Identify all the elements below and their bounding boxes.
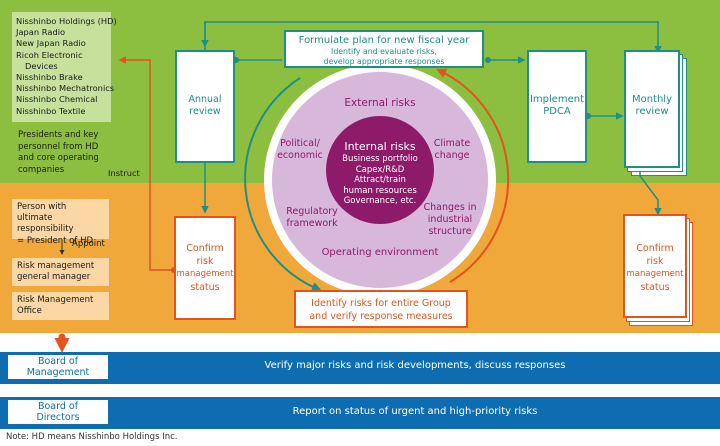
confirm-status-box-left: Confirm risk management status (174, 216, 236, 320)
identify-risks-box: Identify risks for entire Group and veri… (294, 290, 468, 328)
internal-risks-circle (326, 116, 434, 224)
board-directors-band (0, 397, 720, 429)
political-label: Political/ economic (277, 138, 323, 161)
company-list: Nisshinbo Holdings (HD) Japan Radio New … (12, 12, 117, 122)
connector-dot (485, 57, 491, 63)
board-management-title: Board of Management (8, 355, 108, 379)
monthly-review-box: Monthly review (624, 50, 680, 168)
company-item: Nisshinbo Chemical (16, 94, 98, 105)
board-directors-title: Board of Directors (8, 400, 108, 424)
footnote: Note: HD means Nisshinbo Holdings Inc. (6, 432, 178, 442)
appoint-label: Appoint (72, 239, 105, 249)
company-item: Nisshinbo Holdings (HD) (16, 16, 117, 26)
company-item: New Japan Radio (16, 38, 86, 49)
company-item: Nisshinbo Mechatronics (16, 83, 115, 94)
confirm-to-hd-arrow (118, 56, 174, 271)
board-directors-text: Report on status of urgent and high-prio… (292, 406, 538, 417)
cycle-arrow-teal (244, 77, 322, 292)
external-risks-label: External risks (344, 97, 416, 109)
internal-risks-label: Internal risks Business portfolio Capex/… (342, 140, 418, 206)
board-management-text: Verify major risks and risk developments… (264, 360, 566, 371)
company-item: Devices (25, 60, 58, 71)
president-box: Person with ultimate responsibility = Pr… (12, 199, 109, 246)
cycle-arrow-orange (436, 68, 510, 283)
annual-review-box: Annual review (175, 50, 235, 163)
risk-office-box: Risk Management Office (12, 292, 109, 320)
implement-pdca-box: Implement PDCA (527, 50, 587, 163)
company-item: Nisshinbo Textile (16, 105, 86, 116)
presidents-label: Presidents and key personnel from HD and… (18, 130, 99, 175)
board-management-band (0, 352, 720, 384)
company-item: Nisshinbo Brake (16, 72, 83, 83)
connector-dot (58, 333, 66, 341)
instruct-label: Instruct (108, 168, 140, 178)
company-item: Ricoh Electronic (16, 49, 83, 60)
industrial-label: Changes in industrial structure (423, 202, 477, 237)
risk-gm-box: Risk management general manager (12, 258, 109, 286)
monthly-to-confirm (639, 172, 662, 216)
confirm-status-box-right: Confirm risk management status (623, 214, 687, 318)
regulatory-label: Regulatory framework (286, 206, 338, 229)
operating-env-label: Operating environment (321, 247, 439, 258)
climate-label: Climate change (433, 138, 471, 161)
company-item: Japan Radio (16, 27, 66, 38)
formulate-plan-box: Formulate plan for new fiscal year Ident… (284, 30, 484, 68)
